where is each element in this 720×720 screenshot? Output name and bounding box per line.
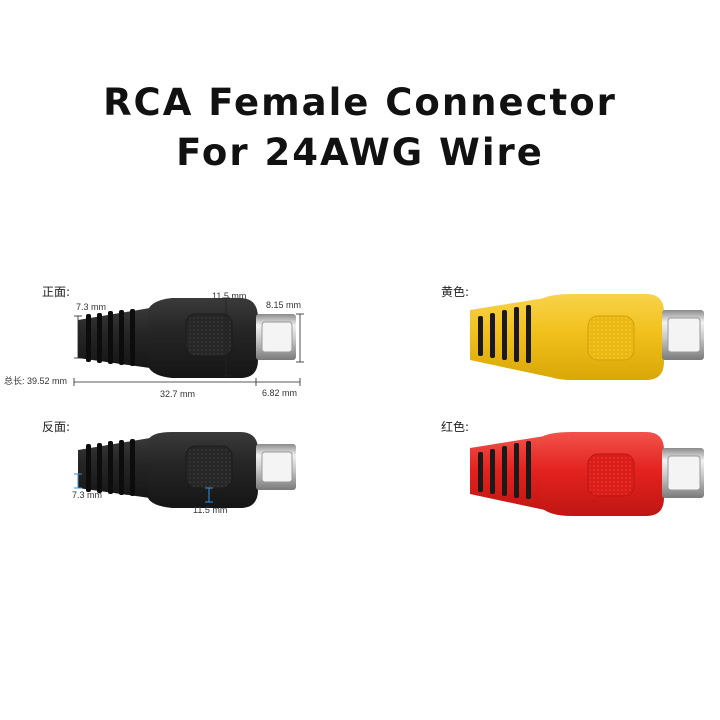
dim-back-body-width: 11.5 mm <box>193 505 228 515</box>
back-measure-marks <box>74 473 213 503</box>
dim-body-width: 11.5 mm <box>212 291 247 301</box>
yellow-view-label: 黄色: <box>441 285 470 299</box>
front-view-label: 正面: <box>42 285 71 299</box>
title-line-2: For 24AWG Wire <box>176 131 544 174</box>
dim-body-length: 32.7 mm <box>160 389 196 399</box>
red-connector <box>470 432 704 516</box>
dim-total-length: 总长: 39.52 mm <box>4 376 68 386</box>
red-view-label: 红色: <box>441 420 470 434</box>
front-connector <box>78 298 296 378</box>
back-view-label: 反面: <box>42 420 71 434</box>
title-line-1: RCA Female Connector <box>103 81 617 124</box>
back-connector <box>78 432 296 508</box>
yellow-connector <box>470 294 704 380</box>
dim-socket-length: 6.82 mm <box>262 388 298 398</box>
front-measure-lines <box>73 297 304 386</box>
dim-back-cable-end: 7.3 mm <box>72 490 103 500</box>
dim-socket-diameter: 8.15 mm <box>266 300 302 310</box>
dim-cable-end: 7.3 mm <box>76 302 107 312</box>
